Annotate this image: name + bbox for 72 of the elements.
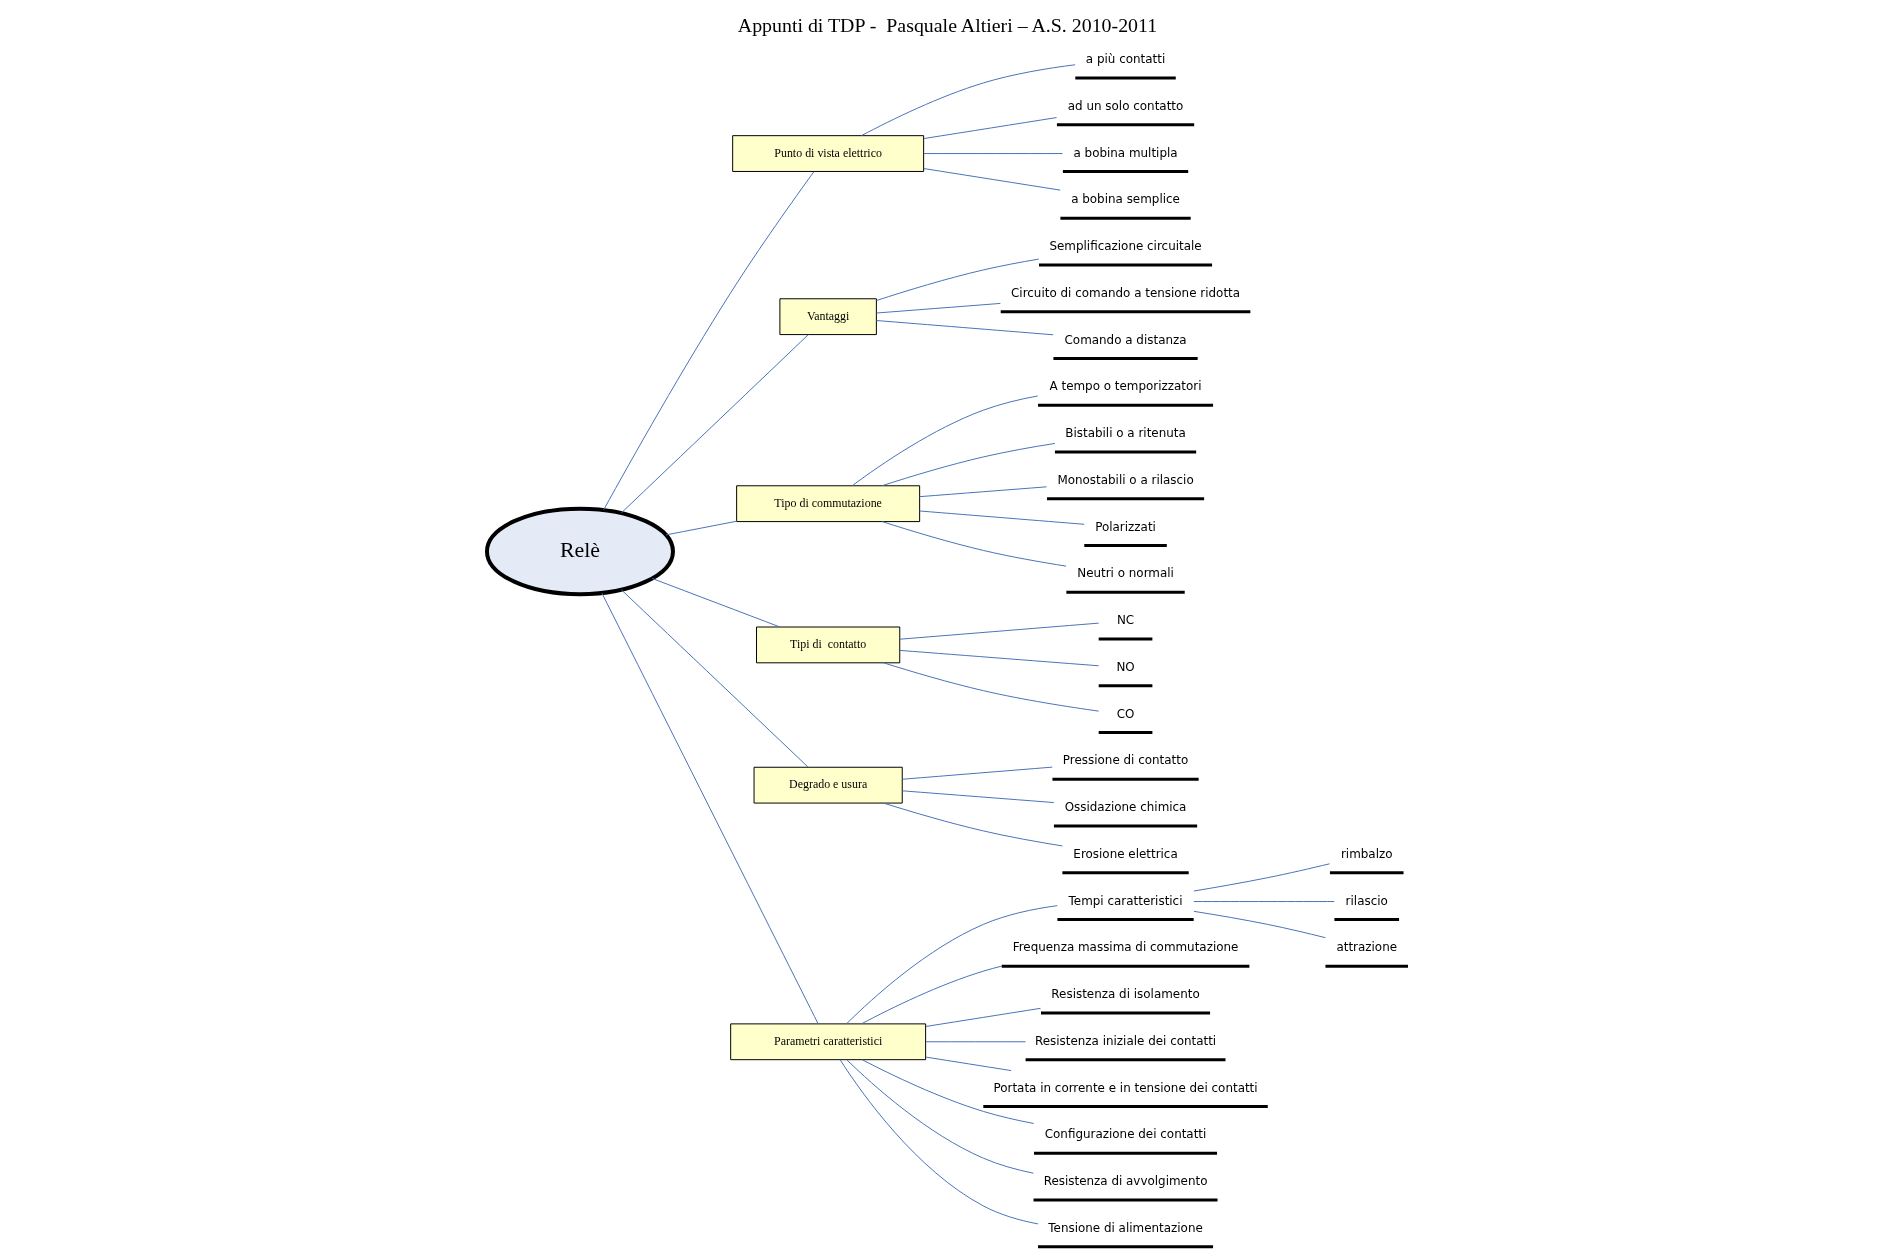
connector: [898, 649, 1099, 667]
diagram-title: Appunti di TDP - Pasquale Altieri – A.S. 2010-2011: [737, 14, 1157, 37]
node-text: Erosione elettrica: [1072, 846, 1178, 861]
node-text: ad un solo contatto: [1067, 98, 1183, 113]
connector: [918, 510, 1085, 525]
node-text: Monostabili o a rilascio: [1056, 472, 1194, 487]
node-text: Configurazione dei contatti: [1044, 1127, 1206, 1142]
connector: [861, 1059, 1034, 1124]
connector: [922, 153, 1063, 155]
connector: [875, 320, 1054, 336]
connector: [875, 258, 1039, 301]
node-text: Portata in corrente e in tensione dei contatti: [992, 1080, 1258, 1095]
node-box: Tipi di contatto: [755, 626, 900, 664]
connector: [898, 622, 1099, 640]
connector: [918, 486, 1047, 498]
connector: [922, 168, 1061, 191]
connector: [922, 117, 1057, 140]
connector: [620, 589, 809, 768]
connector: [901, 766, 1053, 780]
node-text: Tempi caratteristici: [1068, 893, 1182, 908]
node-box: Degrado e usura: [753, 766, 903, 804]
node-text: Semplificazione circuitale: [1048, 239, 1202, 254]
connector: [851, 395, 1038, 487]
node-text: rimbalzo: [1340, 846, 1393, 861]
node-text: Bistabili o a ritenuta: [1064, 426, 1186, 441]
connector: [845, 1059, 1034, 1174]
connector: [620, 334, 809, 514]
node-text: NO: [1115, 659, 1135, 674]
node-text: Comando a distanza: [1064, 332, 1187, 347]
connector: [860, 64, 1076, 137]
node-text: A tempo o temporizzatori: [1049, 379, 1202, 394]
connector: [924, 1056, 1012, 1072]
connector: [1192, 863, 1330, 892]
node-text: NC: [1116, 613, 1134, 628]
node-text: Frequenza massima di commutazione: [1012, 940, 1238, 955]
connector: [882, 802, 1063, 847]
connector: [845, 905, 1058, 1025]
node-box: Parametri caratteristici: [729, 1023, 926, 1061]
connector: [881, 521, 1067, 567]
node-text: Resistenza iniziale dei contatti: [1034, 1033, 1216, 1048]
connector: [875, 302, 1001, 314]
connector: [881, 442, 1055, 487]
node-text: Pressione di contatto: [1062, 753, 1188, 768]
connector: [901, 790, 1054, 804]
connector: [924, 1041, 1026, 1043]
node-ellipse: Relè: [484, 506, 675, 597]
node-text: attrazione: [1335, 940, 1397, 955]
node-text: a più contatti: [1085, 52, 1165, 67]
node-text: a bobina semplice: [1070, 192, 1180, 207]
node-text: rilascio: [1345, 893, 1388, 908]
connector: [924, 1007, 1041, 1027]
node-text: CO: [1116, 706, 1134, 721]
connector: [1192, 910, 1326, 939]
node-text: a bobina multipla: [1072, 145, 1178, 160]
node-box: Punto di vista elettrico: [731, 135, 924, 172]
node-box: Tipo di commutazione: [735, 485, 920, 523]
node-text: Resistenza di isolamento: [1050, 987, 1200, 1002]
connector: [839, 1059, 1038, 1225]
connector: [1192, 901, 1335, 903]
connector: [651, 577, 780, 628]
connector: [860, 965, 1002, 1025]
node-text: Neutri o normali: [1076, 566, 1174, 581]
node-text: Tensione di alimentazione: [1047, 1220, 1203, 1235]
node-text: Ossidazione chimica: [1064, 800, 1186, 815]
node-text: Resistenza di avvolgimento: [1043, 1174, 1207, 1189]
connector: [882, 662, 1099, 712]
connector: [602, 171, 814, 511]
node-text: Polarizzati: [1094, 519, 1156, 534]
node-box: Vantaggi: [778, 298, 877, 336]
connector: [665, 520, 737, 536]
node-text: Circuito di comando a tensione ridotta: [1010, 285, 1240, 300]
connector: [600, 592, 819, 1025]
